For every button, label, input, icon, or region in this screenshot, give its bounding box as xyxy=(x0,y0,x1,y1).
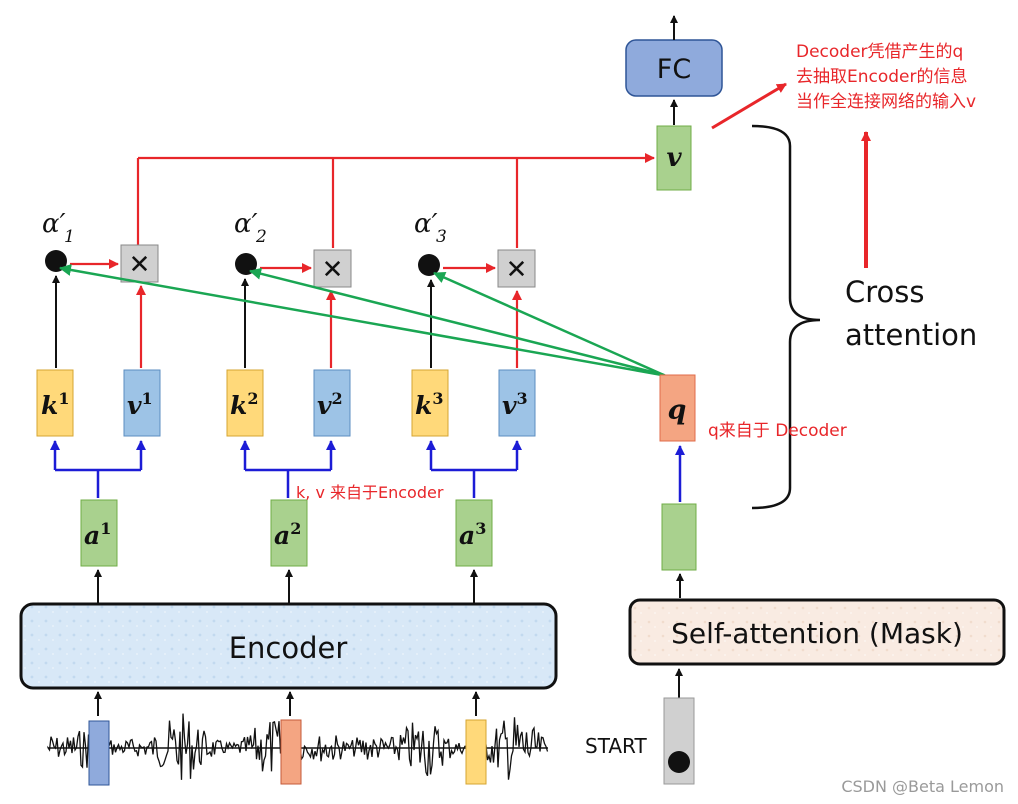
cross-attention-brace xyxy=(751,124,821,510)
decoder-note: Decoder凭借产生的q 去抽取Encoder的信息 当作全连接网络的输入v xyxy=(796,42,976,112)
audio-frame-3 xyxy=(465,719,487,785)
input-box-1: a1 xyxy=(80,499,118,567)
svg-text:✕: ✕ xyxy=(129,250,151,280)
self-attention-label: Self-attention (Mask) xyxy=(671,617,963,650)
svg-text:k1: k1 xyxy=(41,389,69,420)
alpha-label-1: α′ 1 xyxy=(42,209,75,247)
svg-text:3: 3 xyxy=(436,227,447,247)
multiply-node-3: ✕ xyxy=(497,249,536,288)
multiply-node-1: ✕ xyxy=(120,244,159,283)
value-lines xyxy=(136,153,655,248)
query-label: q xyxy=(668,395,687,426)
audio-frame-2 xyxy=(280,719,302,785)
svg-text:α′: α′ xyxy=(414,209,438,239)
key-box-1: k1 xyxy=(36,369,74,437)
decoder-hidden-box xyxy=(661,503,697,571)
watermark: CSDN @Beta Lemon xyxy=(841,777,1004,796)
audio-frame-1 xyxy=(88,720,110,786)
kv-source-annotation: k, v 来自于Encoder xyxy=(296,483,444,502)
svg-text:v1: v1 xyxy=(127,389,153,420)
input-to-kv-arrows-2 xyxy=(240,440,336,498)
svg-text:v2: v2 xyxy=(317,389,343,420)
key-box-3: k3 xyxy=(411,369,449,437)
note-pointer-arrow xyxy=(711,82,787,130)
svg-text:k3: k3 xyxy=(415,389,443,420)
value-box-1: v1 xyxy=(123,369,161,437)
cross-attention-label-line1: Cross xyxy=(845,275,925,309)
svg-text:✕: ✕ xyxy=(322,255,344,285)
output-v-label: v xyxy=(666,143,682,173)
svg-text:α′: α′ xyxy=(42,209,66,239)
svg-text:v3: v3 xyxy=(502,389,528,420)
input-box-3: a3 xyxy=(455,499,493,567)
multiply-node-2: ✕ xyxy=(313,249,352,288)
self-attention-block: Self-attention (Mask) xyxy=(628,598,1006,666)
q-source-annotation: q来自于 Decoder xyxy=(708,421,847,441)
svg-text:α′: α′ xyxy=(234,209,258,239)
input-box-2: a2 xyxy=(270,499,308,567)
svg-text:✕: ✕ xyxy=(506,255,528,285)
attention-score-dot-3 xyxy=(418,254,440,276)
start-token xyxy=(663,697,695,785)
decoder-note-line1: Decoder凭借产生的q xyxy=(796,42,963,62)
input-to-kv-arrows-1 xyxy=(50,440,146,498)
decoder-note-line3: 当作全连接网络的输入v xyxy=(796,92,976,112)
value-box-3: v3 xyxy=(498,369,536,437)
cross-attention-label-line2: attention xyxy=(845,318,977,352)
svg-text:2: 2 xyxy=(255,227,267,247)
svg-text:a3: a3 xyxy=(459,519,486,550)
alpha-label-2: α′ 2 xyxy=(234,209,267,247)
output-v-box: v xyxy=(656,125,692,191)
svg-text:1: 1 xyxy=(64,227,75,247)
decoder-note-line2: 去抽取Encoder的信息 xyxy=(796,67,968,87)
svg-text:a2: a2 xyxy=(274,519,301,550)
query-box: q xyxy=(659,374,696,442)
fc-label: FC xyxy=(657,54,691,85)
encoder-block: Encoder xyxy=(19,602,558,690)
fc-block: FC xyxy=(625,39,723,97)
encoder-label: Encoder xyxy=(229,631,348,665)
svg-text:k2: k2 xyxy=(230,389,258,420)
alpha-label-3: α′ 3 xyxy=(414,209,447,247)
start-label: START xyxy=(585,734,647,758)
key-box-2: k2 xyxy=(226,369,264,437)
svg-text:a1: a1 xyxy=(84,519,111,550)
value-box-2: v2 xyxy=(313,369,351,437)
input-to-kv-arrows-3 xyxy=(426,440,522,498)
query-lines xyxy=(59,264,667,378)
